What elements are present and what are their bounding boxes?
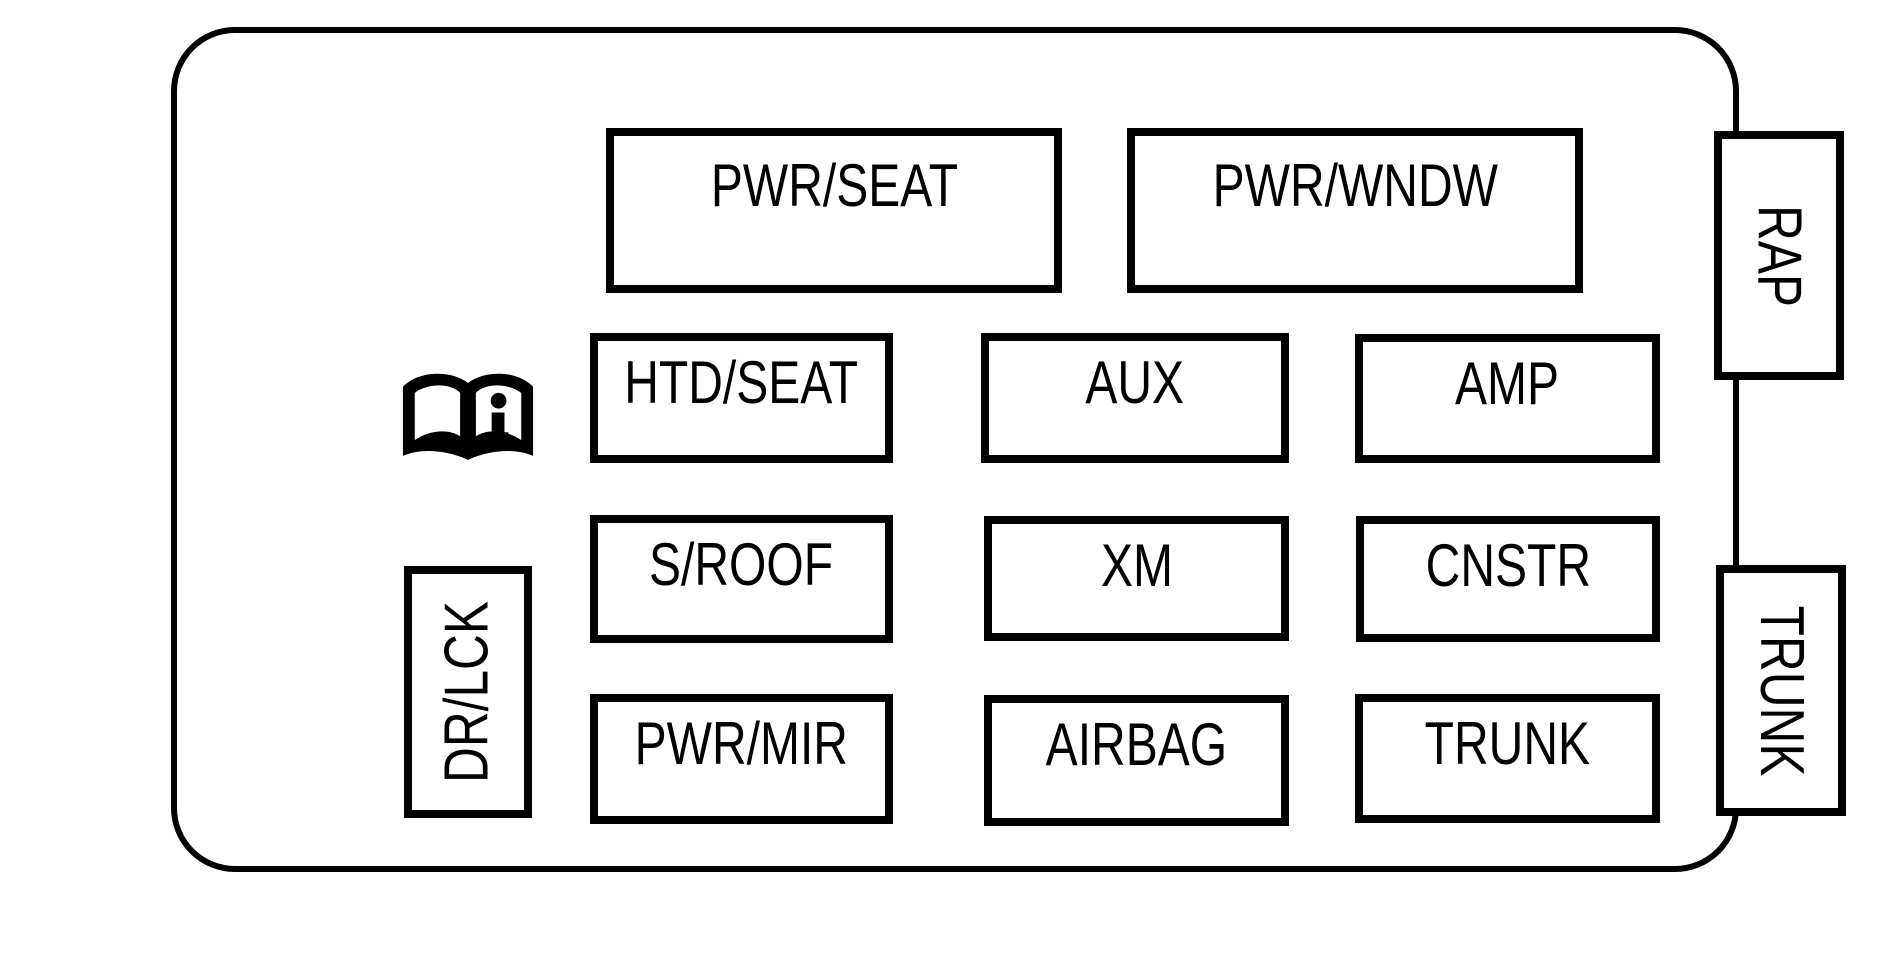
fuse-label-pwr-wndw: PWR/WNDW — [1212, 152, 1498, 219]
fuse-box-trunk-side: TRUNK — [1716, 565, 1846, 816]
fuse-label-xm: XM — [1100, 532, 1173, 599]
fuse-box-htd-seat: HTD/SEAT — [590, 333, 893, 463]
open-book-info-icon — [399, 365, 537, 466]
fuse-label-s-roof: S/ROOF — [649, 531, 834, 598]
fuse-box-pwr-mir: PWR/MIR — [590, 694, 893, 824]
fuse-box-aux: AUX — [981, 333, 1289, 463]
fuse-box-s-roof: S/ROOF — [590, 515, 893, 643]
fuse-label-cnstr: CNSTR — [1425, 532, 1591, 599]
fuse-label-trunk-side: TRUNK — [1747, 605, 1816, 776]
fuse-box-trunk: TRUNK — [1355, 694, 1660, 823]
fuse-label-htd-seat: HTD/SEAT — [624, 349, 859, 416]
fuse-panel-outline: PWR/SEAT PWR/WNDW RAP HTD/SEAT AUX AMP — [171, 27, 1846, 872]
fuse-label-airbag: AIRBAG — [1045, 711, 1228, 778]
fuse-label-pwr-seat: PWR/SEAT — [710, 152, 958, 219]
fuse-label-dr-lck: DR/LCK — [433, 601, 503, 783]
fuse-label-aux: AUX — [1085, 349, 1185, 416]
fuse-box-amp: AMP — [1355, 334, 1660, 463]
fuse-box-cnstr: CNSTR — [1356, 516, 1660, 642]
fuse-box-dr-lck: DR/LCK — [404, 566, 532, 818]
fuse-label-trunk: TRUNK — [1424, 710, 1591, 777]
fuse-box-xm: XM — [984, 516, 1289, 641]
fuse-box-airbag: AIRBAG — [984, 695, 1289, 826]
fuse-label-pwr-mir: PWR/MIR — [634, 710, 849, 777]
fuse-label-rap: RAP — [1745, 204, 1815, 307]
fuse-box-pwr-wndw: PWR/WNDW — [1127, 128, 1583, 293]
fuse-box-pwr-seat: PWR/SEAT — [606, 128, 1062, 293]
fuse-box-rap: RAP — [1714, 131, 1844, 380]
fuse-label-amp: AMP — [1455, 350, 1560, 417]
